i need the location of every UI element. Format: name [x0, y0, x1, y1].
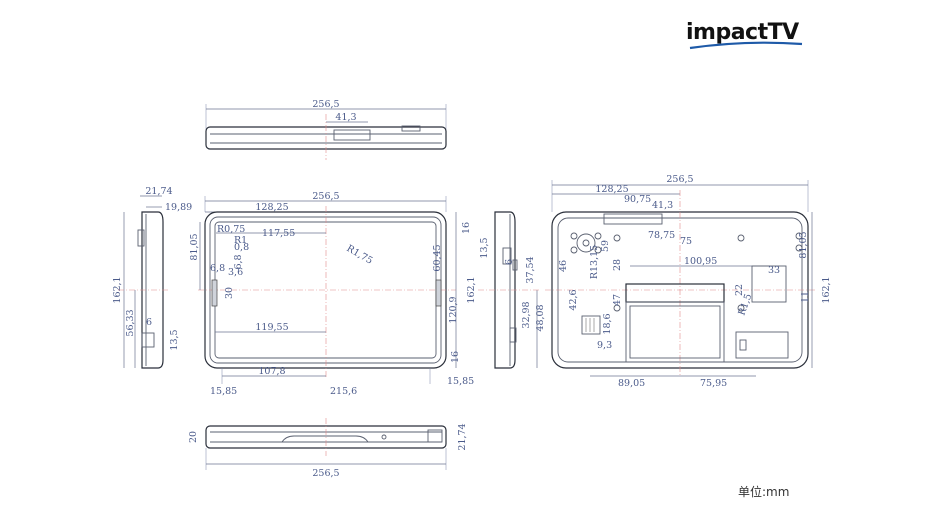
impact-tv-logo: impactTV: [686, 18, 806, 54]
back-11-label: 11: [800, 291, 811, 303]
back-128-label: 128,25: [595, 184, 628, 195]
right-13-label: 13,5: [479, 237, 490, 258]
left-13-label: 13,5: [169, 329, 180, 350]
front-left-speaker: [211, 279, 218, 307]
front-15b-label: 15,85: [447, 376, 474, 387]
bottom-view-grip: [281, 435, 369, 443]
back-stand-plate: [625, 301, 725, 363]
back-47-label: 47: [612, 294, 623, 306]
back-22-label: 22: [734, 284, 745, 296]
back-label-area: [751, 265, 787, 303]
back-r13-label: R13,15: [589, 245, 600, 279]
front-15a-label: 15,85: [210, 386, 237, 397]
top-width-label: 256,5: [312, 99, 339, 110]
back-stand-hinge: [625, 283, 725, 303]
back-59-label: 59: [600, 240, 611, 252]
left-56-label: 56,33: [125, 309, 136, 336]
left-6-label: 6: [146, 317, 152, 328]
right-side-body: [494, 211, 516, 369]
front-16b-label: 16: [450, 351, 461, 363]
logo-text: impactTV: [686, 20, 799, 45]
left-side-body: [141, 211, 164, 369]
front-view: 256,5 128,25 R0,75 R1 117,55 0,8 6,8 6,8…: [189, 191, 477, 397]
top-view: 256,5 41,3: [205, 99, 447, 160]
back-89-label: 89,05: [618, 378, 645, 389]
front-16a-label: 16: [461, 222, 472, 234]
back-width-label: 256,5: [666, 174, 693, 185]
back-dpad: [576, 233, 596, 253]
front-r175-label: R1,75: [345, 243, 375, 267]
right-32-label: 32,98: [521, 301, 532, 328]
left-side-port: [141, 332, 155, 348]
right-side-slot: [502, 247, 512, 265]
back-78-label: 78,75: [648, 230, 675, 241]
back-81-label: 81,05: [798, 231, 809, 258]
front-120-label: 120,9: [448, 296, 459, 323]
top-view-connector: [333, 129, 371, 141]
back-90-label: 90,75: [624, 194, 651, 205]
back-9-label: 9,3: [597, 340, 612, 351]
front-30-label: 30: [224, 287, 235, 299]
left-162-label: 162,1: [112, 276, 123, 303]
back-46-label: 46: [558, 260, 569, 272]
front-08-label: 0,8: [234, 242, 249, 253]
front-81-label: 81,05: [189, 233, 200, 260]
bottom-20-label: 20: [188, 431, 199, 443]
left-side-view: 21,74 19,89 162,1 56,33 6 13,5: [112, 186, 192, 369]
back-75-95-label: 75,95: [700, 378, 727, 389]
back-75-label: 75: [680, 236, 692, 247]
front-60-label: 60,45: [432, 244, 443, 271]
front-r1-label: R1: [234, 235, 247, 246]
right-6-label: 6: [504, 259, 515, 265]
front-162-label: 162,1: [466, 276, 477, 303]
front-117-label: 117,55: [262, 228, 295, 239]
back-screw-hole: [737, 234, 745, 242]
front-68b-label: 6,8: [233, 254, 244, 269]
front-36-label: 3,6: [228, 267, 243, 278]
back-33-label: 33: [768, 265, 780, 276]
front-width-label: 256,5: [312, 191, 339, 202]
bottom-21-label: 21,74: [457, 423, 468, 450]
back-screw-hole: [613, 234, 621, 242]
back-screw-hole: [613, 304, 621, 312]
front-215-label: 215,6: [330, 386, 357, 397]
back-top-vent: [603, 213, 663, 225]
bottom-width-label: 256,5: [312, 468, 339, 479]
front-107-label: 107,8: [258, 366, 285, 377]
back-42-label: 42,6: [568, 289, 579, 310]
logo-swoosh-icon: [689, 41, 803, 50]
front-right-speaker: [435, 279, 442, 307]
front-119-label: 119,55: [255, 322, 288, 333]
right-37-label: 37,54: [525, 256, 536, 283]
top-view-button: [401, 125, 421, 132]
back-100-label: 100,95: [684, 256, 717, 267]
back-41-label: 41,3: [652, 200, 673, 211]
back-view: 256,5 128,25 90,75 41,3 78,75 75 46 R13,…: [545, 174, 832, 389]
back-screw-hole: [737, 304, 745, 312]
back-sd-slot: [581, 315, 601, 335]
back-162-label: 162,1: [821, 276, 832, 303]
back-18-label: 18,6: [602, 313, 613, 334]
right-48-label: 48,08: [535, 304, 546, 331]
front-68a-label: 6,8: [210, 263, 225, 274]
right-side-view: 13,5 6 37,54 32,98 48,08: [478, 211, 546, 369]
top-offset-label: 41,3: [335, 112, 356, 123]
front-r075-label: R0,75: [217, 224, 245, 235]
left-21-label: 21,74: [145, 186, 172, 197]
bottom-view: 20 21,74 256,5: [188, 418, 468, 479]
front-128-label: 128,25: [255, 202, 288, 213]
unit-label: 单位:mm: [738, 485, 790, 499]
back-port-box: [735, 331, 789, 359]
back-28-label: 28: [612, 259, 623, 271]
left-19-label: 19,89: [165, 202, 192, 213]
bottom-view-port: [427, 429, 443, 443]
